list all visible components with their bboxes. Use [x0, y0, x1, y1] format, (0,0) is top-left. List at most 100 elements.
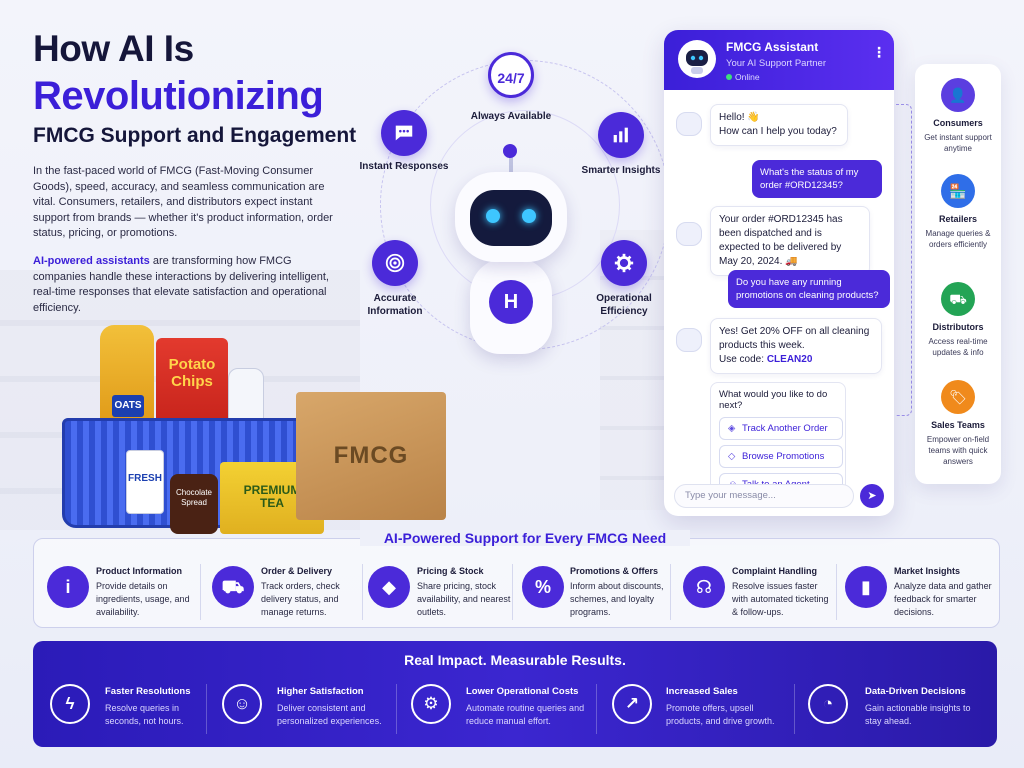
feature-instant-responses: Instant Responses — [359, 161, 449, 172]
chat-subtitle: Your AI Support Partner — [726, 58, 826, 69]
audience-connector — [896, 104, 912, 416]
divider — [200, 564, 201, 620]
user-icon: 👤 — [941, 78, 975, 112]
divider — [836, 564, 837, 620]
impact-title: Higher Satisfaction — [277, 686, 364, 697]
next-actions-title: What would you like to do next? — [719, 389, 828, 411]
support-title: Pricing & Stock — [417, 566, 484, 576]
box-icon: ◈ — [728, 423, 736, 434]
support-desc: Track orders, check delivery status, and… — [261, 581, 340, 617]
online-dot-icon — [726, 74, 732, 80]
chips-label-2: Chips — [171, 373, 213, 390]
quick-action-track-order[interactable]: ◈ Track Another Order — [719, 417, 843, 440]
quick-action-label: Track Another Order — [742, 423, 828, 434]
page-title-line2: Revolutionizing — [33, 74, 324, 118]
chat-window: FMCG Assistant Your AI Support Partner O… — [664, 30, 894, 516]
jar-label-1: Chocolate — [175, 488, 213, 497]
assistant-avatar — [678, 40, 716, 78]
support-desc: Inform about discounts, schemes, and loy… — [570, 581, 664, 617]
impact-desc: Resolve queries in seconds, not hours. — [105, 703, 184, 726]
fmcg-cardboard-box: FMCG — [296, 392, 446, 520]
impact-title: Faster Resolutions — [105, 686, 191, 697]
greeting-line2: How can I help you today? — [719, 126, 837, 137]
impact-title: Increased Sales — [666, 686, 738, 697]
chat-message-order-status: Your order #ORD12345 has been dispatched… — [710, 206, 870, 276]
store-icon: 🏪 — [941, 174, 975, 208]
divider — [596, 684, 597, 734]
promo-reply-text: Yes! Get 20% OFF on all cleaning product… — [719, 326, 870, 351]
support-title: Market Insights — [894, 566, 961, 576]
tea-label-2: TEA — [260, 496, 284, 510]
intro-highlight: AI-powered assistants — [33, 255, 150, 267]
more-menu-icon[interactable]: ⋮ — [872, 44, 886, 60]
oats-label: OATS — [112, 395, 144, 417]
send-icon[interactable]: ➤ — [860, 484, 884, 508]
headset-icon: ☊ — [683, 566, 725, 608]
support-title: Product Information — [96, 566, 182, 576]
page-title-line1: How AI Is — [33, 28, 194, 69]
feature-always-available: Always Available — [470, 111, 552, 122]
robot-face — [470, 190, 552, 246]
quick-action-label: Browse Promotions — [742, 451, 825, 462]
divider — [512, 564, 513, 620]
chat-message-input[interactable]: Type your message... — [674, 484, 854, 508]
bar-chart-icon — [598, 112, 644, 158]
intro-paragraph-2: AI-powered assistants are transforming h… — [33, 254, 338, 316]
promo-code-label: Use code: — [719, 354, 767, 365]
divider — [396, 684, 397, 734]
support-desc: Share pricing, stock availability, and n… — [417, 581, 511, 617]
audience-desc-distributors: Access real-time updates & info — [928, 337, 988, 357]
tag-icon: ◆ — [368, 566, 410, 608]
smile-icon: ☺ — [222, 684, 262, 724]
audience-desc-consumers: Get instant support anytime — [924, 133, 992, 153]
feature-operational-efficiency: Operational Efficiency — [596, 293, 652, 317]
truck-icon: ⛟ — [941, 282, 975, 316]
chocolate-spread-jar: Chocolate Spread — [170, 474, 218, 534]
pie-chart-icon: ◔ — [808, 684, 848, 724]
page-subtitle: FMCG Support and Engagement — [33, 124, 357, 147]
jar-label-2: Spread — [181, 498, 207, 507]
growth-chart-icon: ↗ — [612, 684, 652, 724]
audience-title-distributors: Distributors — [932, 322, 984, 332]
divider — [206, 684, 207, 734]
robot-antenna-ball — [503, 144, 517, 158]
audience-panel: 👤 Consumers Get instant support anytime … — [915, 64, 1001, 484]
support-desc: Provide details on ingredients, usage, a… — [96, 581, 190, 617]
intro-rest: are transforming how FMCG companies hand… — [33, 255, 329, 314]
audience-desc-sales-teams: Empower on-field teams with quick answer… — [926, 435, 990, 466]
impact-desc: Deliver consistent and personalized expe… — [277, 703, 382, 726]
impact-desc: Promote offers, upsell products, and dri… — [666, 703, 775, 726]
online-status: Online — [726, 72, 760, 82]
chat-message-greeting: Hello! 👋 How can I help you today? — [710, 104, 848, 146]
tag-icon: 🏷 — [941, 380, 975, 414]
robot-badge: H — [489, 280, 533, 324]
online-label: Online — [735, 72, 760, 82]
divider — [794, 684, 795, 734]
divider — [670, 564, 671, 620]
chat-message-user-order: What's the status of my order #ORD12345? — [752, 160, 882, 198]
impact-title: Lower Operational Costs — [466, 686, 579, 697]
greeting-line1: Hello! 👋 — [719, 112, 760, 123]
impact-heading: Real Impact. Measurable Results. — [404, 652, 626, 668]
truck-icon: ⛟ — [212, 566, 254, 608]
chat-message-user-promo: Do you have any running promotions on cl… — [728, 270, 890, 308]
audience-desc-retailers: Manage queries & orders efficiently — [925, 229, 991, 249]
chat-message-promo-reply: Yes! Get 20% OFF on all cleaning product… — [710, 318, 882, 374]
robot-antenna — [509, 150, 513, 172]
percent-icon: % — [522, 566, 564, 608]
impact-desc: Gain actionable insights to stay ahead. — [865, 703, 971, 726]
robot-eye-left — [486, 209, 500, 223]
support-title: Order & Delivery — [261, 566, 333, 576]
bot-avatar-icon — [676, 328, 702, 352]
potato-chips-bag: Potato Chips — [156, 338, 228, 430]
gear-icon — [601, 240, 647, 286]
chat-icon — [381, 110, 427, 156]
tag-icon: ◇ — [728, 451, 736, 462]
impact-title: Data-Driven Decisions — [865, 686, 966, 697]
support-desc: Analyze data and gather feedback for sma… — [894, 581, 992, 617]
feature-smarter-insights: Smarter Insights — [581, 165, 661, 176]
support-title: Complaint Handling — [732, 566, 817, 576]
quick-action-browse-promotions[interactable]: ◇ Browse Promotions — [719, 445, 843, 468]
info-icon: i — [47, 566, 89, 608]
impact-desc: Automate routine queries and reduce manu… — [466, 703, 585, 726]
